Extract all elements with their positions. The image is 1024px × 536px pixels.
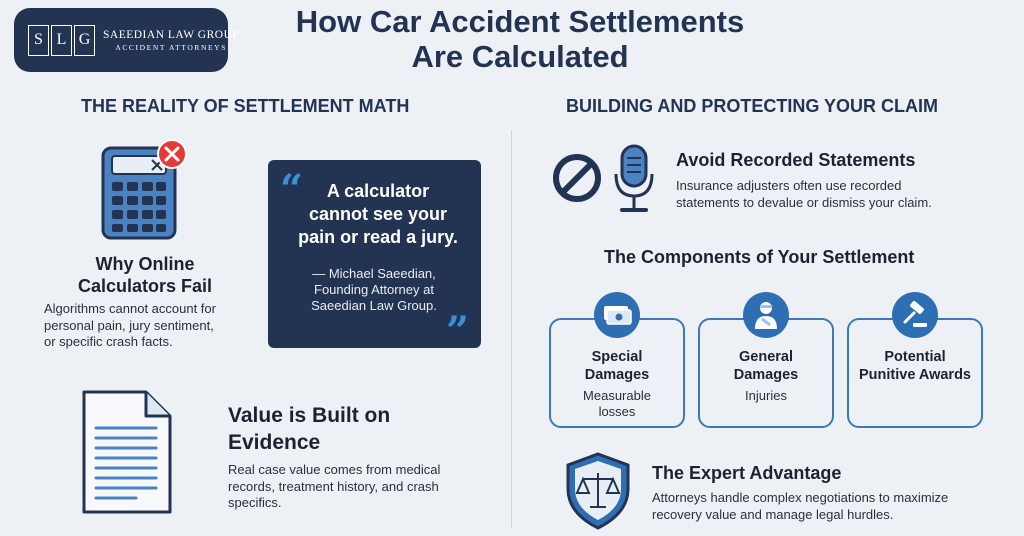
microphone-icon [614, 144, 654, 212]
evidence-title: Value is Built on Evidence [228, 404, 391, 454]
card-special-damages: Special Damages Measurable losses [549, 318, 685, 428]
calculators-text: Algorithms cannot account for personal p… [44, 301, 216, 349]
logo-letter: L [51, 24, 72, 56]
expert-text: Attorneys handle complex negotiations to… [652, 490, 949, 522]
quote-attribution: — Michael Saeedian, Founding Attorney at… [311, 266, 437, 313]
card-title: Potential Punitive Awards [858, 349, 971, 383]
expert-title: The Expert Advantage [652, 463, 842, 483]
recorded-title: Avoid Recorded Statements [676, 150, 916, 170]
prohibited-icon [553, 154, 601, 202]
quote-close-mark: ” [446, 308, 470, 355]
quote-text: A calculator cannot see your pain or rea… [298, 181, 458, 247]
calculators-title: Why Online Calculators Fail [77, 254, 213, 296]
logo-mark: S L G [28, 24, 97, 56]
quote-open-mark: “ [280, 166, 304, 213]
document-icon [82, 390, 172, 514]
logo-name: SAEEDIAN LAW GROUP [103, 28, 240, 41]
card-title: General Damages [733, 349, 799, 383]
gavel-icon [892, 292, 938, 338]
logo-tagline: ACCIDENT ATTORNEYS [115, 42, 227, 52]
logo-letter: G [74, 24, 95, 56]
close-icon [157, 139, 187, 169]
components-heading: The Components of Your Settlement [604, 247, 915, 267]
page-title-line2: Are Calculated [411, 39, 629, 74]
injured-person-icon [743, 292, 789, 338]
column-divider [511, 130, 512, 528]
evidence-text: Real case value comes from medical recor… [228, 462, 441, 510]
right-section-heading: BUILDING AND PROTECTING YOUR CLAIM [566, 96, 938, 116]
page-title: How Car Accident Settlements Are Calcula… [230, 4, 810, 74]
quote-box: “ A calculator cannot see your pain or r… [268, 160, 481, 352]
shield-scales-icon [566, 452, 630, 530]
logo-letter: S [28, 24, 49, 56]
card-title: Special Damages [584, 349, 650, 383]
logo: S L G SAEEDIAN LAW GROUP ACCIDENT ATTORN… [14, 8, 239, 72]
card-subtitle: Measurable losses [583, 388, 651, 419]
card-subtitle: Injuries [745, 388, 787, 403]
page-title-line1: How Car Accident Settlements [295, 4, 745, 39]
recorded-text: Insurance adjusters often use recorded s… [676, 178, 932, 210]
money-icon [594, 292, 640, 338]
left-section-heading: THE REALITY OF SETTLEMENT MATH [81, 96, 410, 116]
